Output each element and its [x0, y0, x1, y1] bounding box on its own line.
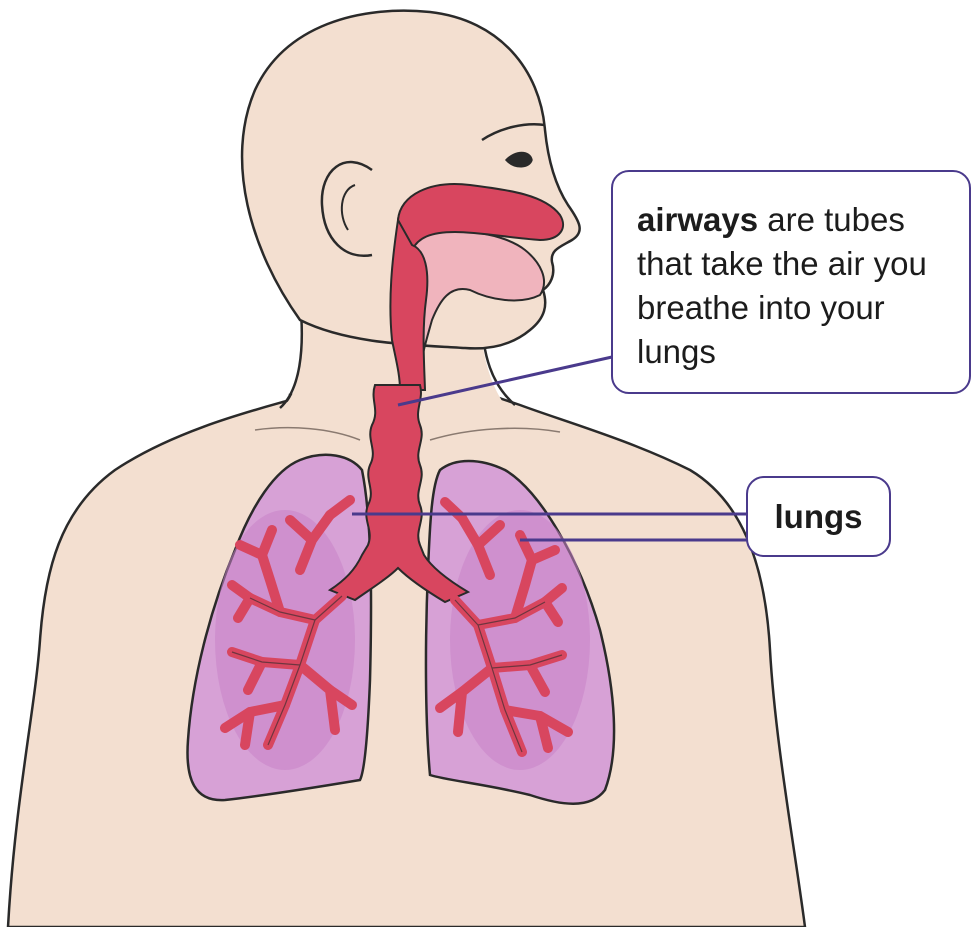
airways-term: airways — [637, 201, 758, 238]
lungs-label: lungs — [746, 476, 891, 557]
airways-label: airways are tubes that take the air you … — [611, 170, 971, 394]
lungs-term: lungs — [775, 498, 863, 536]
